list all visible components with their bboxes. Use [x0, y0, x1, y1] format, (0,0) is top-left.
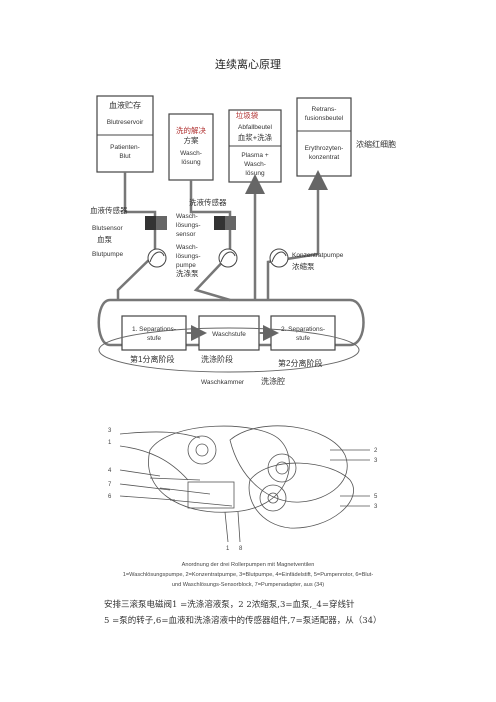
blood-pump-icon	[147, 248, 167, 268]
concentrate-pump-de: Konzentratpumpe	[292, 252, 344, 259]
caption-de-legend-1: 1=Waschlösungspumpe, 2=Konzentratpumpe, …	[122, 572, 374, 578]
callout-right-2: 3	[374, 458, 378, 464]
caption-de-legend-2: und Waschlösungs-Sensorblock, 7=Pumpenad…	[171, 582, 325, 588]
box2-zh1: 洗的解决	[176, 125, 206, 135]
box4-de4: konzentrat	[309, 154, 340, 161]
centrifuge-flow-diagram: 血液贮存 Blutreservoir Patienten- Blut 洗的解决 …	[90, 95, 396, 386]
blood-pump-zh: 血泵	[97, 234, 112, 244]
blood-reservoir-box: 血液贮存 Blutreservoir Patienten- Blut	[96, 95, 154, 173]
stage3-de1: 2. Separations-	[281, 326, 325, 333]
box1-de3: Blut	[119, 153, 130, 160]
stage1-de2: stufe	[147, 335, 161, 342]
callout-bottom-2: 8	[239, 546, 243, 552]
blood-pump-de: Blutpumpe	[92, 251, 123, 258]
concentrate-pump-icon	[269, 248, 289, 268]
wash-chamber-outline	[98, 327, 360, 373]
wash-sensor-zh: 洗液传感器	[189, 197, 227, 207]
box1-de2: Patienten-	[110, 144, 140, 151]
box4-de3: Erythrozyten-	[305, 145, 344, 152]
box3-zh1: 垃圾袋	[236, 110, 259, 120]
stage3-de2: stufe	[296, 335, 310, 342]
box2-de2: lösung	[181, 159, 201, 166]
page-title: 连续离心原理	[215, 58, 281, 71]
blood-sensor-icon	[145, 216, 167, 230]
box4-de2: fusionsbeutel	[305, 115, 344, 122]
callout-bottom-1: 1	[226, 546, 230, 552]
box3-de4: lösung	[245, 170, 265, 177]
wash-pump-de2: lösungs-	[176, 253, 201, 260]
concentrate-label-zh: 浓缩红细胞	[356, 139, 396, 149]
chamber-de: Waschkammer	[201, 379, 245, 386]
caption-zh-line-2: 5 =泵的转子,6=血液和洗涤溶液中的传感器组件,7=泵适配器，从（34）	[104, 616, 382, 626]
callout-left-4: 7	[108, 482, 112, 488]
wash-sensor-de1: Wasch-	[176, 213, 198, 220]
retransfusion-bag-box: Retrans- fusionsbeutel Erythrozyten- kon…	[296, 97, 352, 177]
box2-de1: Wasch-	[180, 150, 202, 157]
box3-zh2: 血浆+洗涤	[238, 132, 273, 142]
wash-pump-zh: 洗涤泵	[176, 268, 199, 278]
stage1-zh: 第1分离阶段	[130, 354, 174, 364]
box3-de1: Abfallbeutel	[238, 124, 273, 131]
wash-pump-de3: pumpe	[176, 262, 196, 269]
callout-left-1: 3	[108, 428, 112, 434]
box3-de2: Plasma +	[241, 152, 268, 159]
stage2-zh: 洗涤阶段	[201, 354, 233, 364]
callout-left-5: 6	[108, 494, 112, 500]
box3-de3: Wasch-	[244, 161, 266, 168]
concentrate-pump-zh: 浓缩泵	[292, 261, 315, 271]
box2-zh2: 方案	[184, 135, 199, 145]
blood-sensor-de: Blutsensor	[92, 225, 124, 232]
wash-pump-de1: Wasch-	[176, 244, 198, 251]
callout-right-4: 3	[374, 504, 378, 510]
stage2-de: Waschstufe	[212, 331, 246, 338]
caption-zh-line-1: 安排三滚泵电磁阀1 =洗涤溶液泵，2 2浓缩泵,3=血泵,_4=穿线针	[104, 600, 355, 610]
waste-bag-box: 垃圾袋 Abfallbeutel 血浆+洗涤 Plasma + Wasch- l…	[228, 109, 282, 183]
chamber-zh: 洗涤腔	[261, 376, 285, 386]
box1-de1: Blutreservoir	[107, 119, 144, 126]
caption-de-title: Anordnung der drei Rollerpumpen mit Magn…	[181, 562, 315, 568]
wash-sensor-de2: lösungs-	[176, 222, 201, 229]
wash-solution-box: 洗的解决 方案 Wasch- lösung	[168, 113, 214, 181]
callout-left-2: 1	[108, 440, 112, 446]
wash-sensor-de3: sensor	[176, 231, 196, 238]
stage3-zh: 第2分离阶段	[278, 358, 322, 368]
box4-de1: Retrans-	[312, 106, 337, 113]
wash-pump-icon	[218, 248, 238, 268]
callout-right-3: 5	[374, 494, 378, 500]
blood-sensor-zh: 血液传感器	[90, 205, 128, 215]
wash-stage-box: Waschstufe	[198, 315, 260, 351]
callout-left-3: 4	[108, 468, 112, 474]
stage1-box: 1. Separations- stufe	[121, 315, 187, 351]
wash-sensor-icon	[214, 216, 236, 230]
roller-pump-device-drawing: 3 1 4 7 6 2 3 5 3 1 8	[108, 425, 378, 552]
box1-zh: 血液贮存	[109, 100, 141, 110]
callout-right-1: 2	[374, 448, 378, 454]
stage1-de1: 1. Separations-	[132, 326, 176, 333]
stage2-box: 2. Separations- stufe	[270, 315, 336, 351]
